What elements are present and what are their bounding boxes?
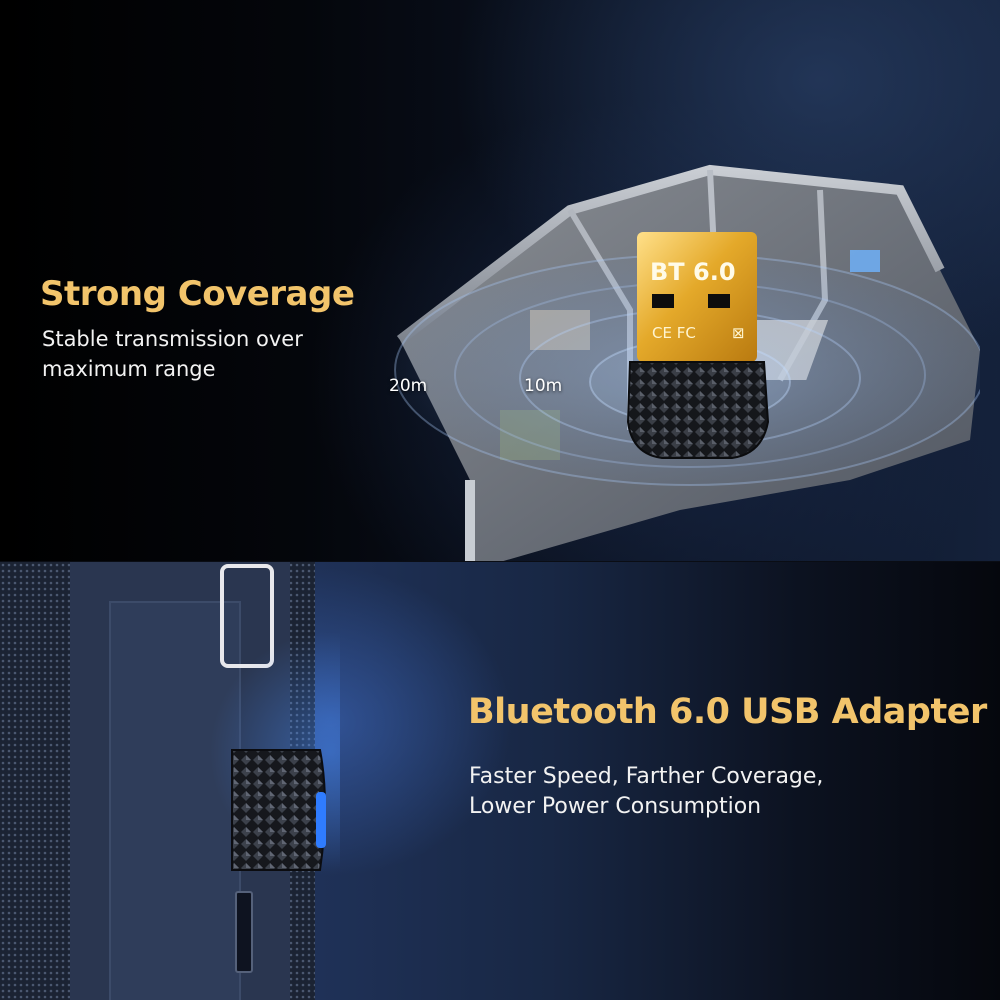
coverage-subtitle: Stable transmission over maximum range bbox=[42, 327, 303, 381]
adapter-subtitle: Faster Speed, Farther Coverage, Lower Po… bbox=[469, 764, 824, 819]
usb-dongle-illustration: BT 6.0 CE FC ⊠ bbox=[626, 232, 770, 459]
usb-connector-shape bbox=[637, 232, 757, 362]
chip-label-text: BT 6.0 bbox=[650, 258, 736, 286]
adapter-panel: Bluetooth 6.0 USB Adapter Faster Speed, … bbox=[0, 562, 1000, 1000]
weee-bin-icon: ⊠ bbox=[732, 324, 745, 342]
adapter-title: Bluetooth 6.0 USB Adapter bbox=[468, 692, 987, 732]
plugged-dongle-shape bbox=[231, 749, 326, 871]
coverage-title: Strong Coverage bbox=[40, 274, 355, 314]
coverage-panel: Strong Coverage Stable transmission over… bbox=[0, 0, 1000, 562]
status-led-icon bbox=[316, 792, 326, 848]
cert-marks-text: CE FC bbox=[652, 324, 696, 342]
usb-port-icon bbox=[235, 891, 253, 973]
range-label-10m: 10m bbox=[524, 376, 563, 396]
dongle-cap-shape bbox=[626, 361, 770, 459]
pc-case-illustration bbox=[0, 562, 340, 1000]
case-mesh-left bbox=[0, 562, 70, 1000]
range-label-20m: 20m bbox=[389, 376, 428, 396]
